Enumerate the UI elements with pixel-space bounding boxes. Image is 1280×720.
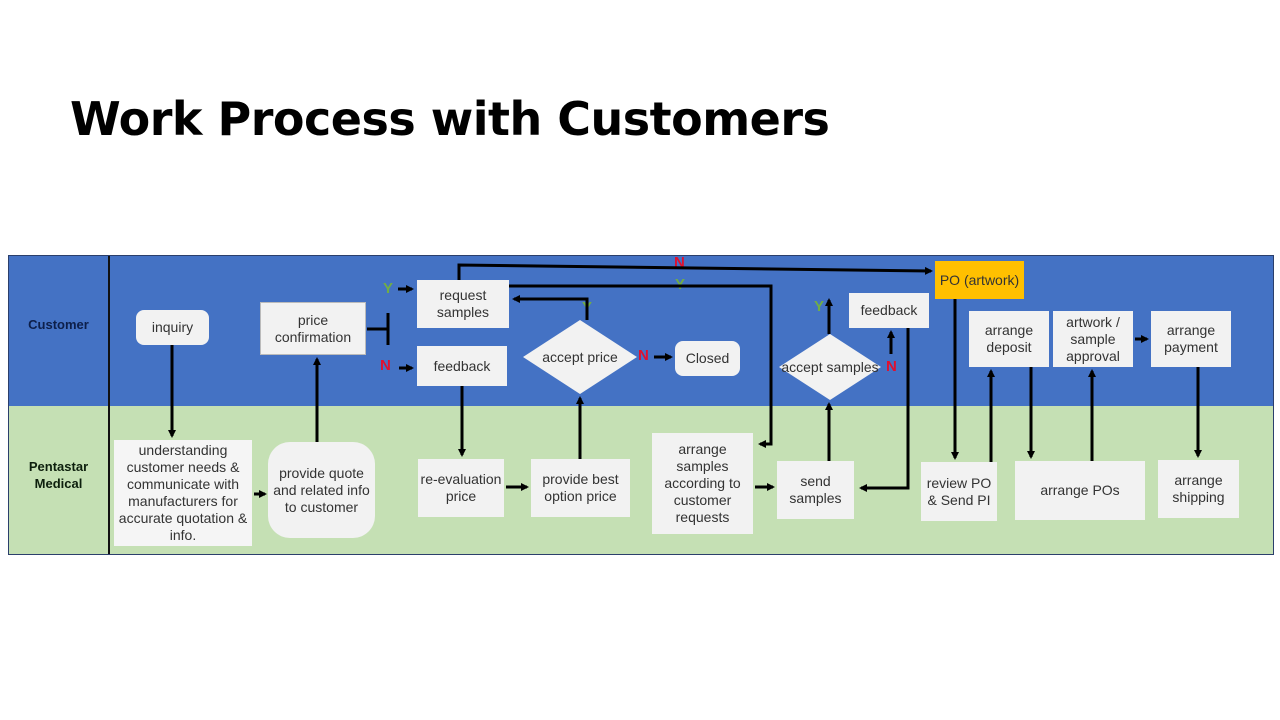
node-feedback-1[interactable]: feedback	[417, 346, 507, 386]
node-request-samples[interactable]: request samples	[417, 280, 509, 328]
lane-label-pentastar: Pentastar Medical	[28, 459, 89, 491]
swimlane-diagram: Customer Pentastar Medical inquiry price…	[8, 254, 1274, 555]
node-po-artwork[interactable]: PO (artwork)	[935, 261, 1024, 299]
node-price-confirmation[interactable]: price confirmation	[260, 302, 366, 355]
node-feedback-2[interactable]: feedback	[849, 293, 929, 328]
node-send-samples[interactable]: send samples	[777, 461, 854, 519]
node-closed[interactable]: Closed	[675, 341, 740, 376]
node-arrange-pos[interactable]: arrange POs	[1015, 461, 1145, 520]
node-understanding-needs[interactable]: understanding customer needs & communica…	[114, 440, 252, 546]
diamond-shape	[779, 334, 881, 400]
decision-accept-price[interactable]: accept price	[523, 320, 637, 394]
node-artwork-sample-approval[interactable]: artwork / sample approval	[1053, 311, 1133, 367]
decision-accept-samples[interactable]: accept samples	[779, 334, 881, 400]
node-re-evaluation-price[interactable]: re-evaluation price	[418, 459, 504, 517]
label-no-accept-samples: N	[886, 358, 897, 375]
node-provide-quote[interactable]: provide quote and related info to custom…	[268, 442, 375, 538]
label-yes-price: Y	[383, 280, 394, 297]
lane-divider	[108, 256, 110, 554]
node-inquiry[interactable]: inquiry	[136, 310, 209, 345]
node-arrange-deposit[interactable]: arrange deposit	[969, 311, 1049, 367]
label-yes-accept-samples: Y	[814, 298, 825, 315]
label-no-accept-price: N	[638, 347, 649, 364]
label-no-price: N	[380, 357, 391, 374]
lane-label-customer: Customer	[28, 317, 89, 332]
node-arrange-samples[interactable]: arrange samples according to customer re…	[652, 433, 753, 534]
decision-accept-samples-label: accept samples	[781, 359, 879, 375]
node-arrange-payment[interactable]: arrange payment	[1151, 311, 1231, 367]
decision-accept-price-label: accept price	[542, 349, 618, 365]
label-no-top: N	[674, 254, 685, 271]
label-yes-accept-price: Y	[582, 299, 593, 316]
label-yes-top: Y	[675, 276, 686, 293]
node-arrange-shipping[interactable]: arrange shipping	[1158, 460, 1239, 518]
page-title: Work Process with Customers	[70, 92, 830, 146]
node-review-po[interactable]: review PO & Send PI	[921, 462, 997, 521]
node-provide-best-option[interactable]: provide best option price	[531, 459, 630, 517]
